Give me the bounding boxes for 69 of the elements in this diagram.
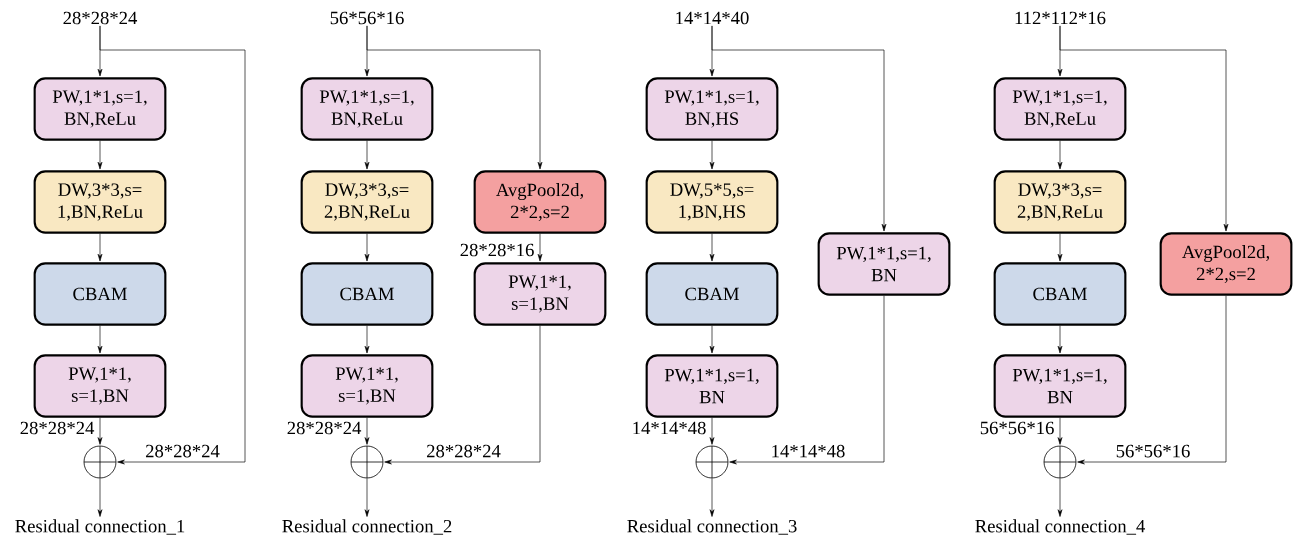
layer-box: PW,1*1,s=1, BN	[645, 354, 779, 418]
input-size-label: 14*14*40	[676, 11, 749, 25]
arrow	[1059, 25, 1229, 232]
edge-label: 28*28*16	[458, 242, 536, 258]
arrow	[97, 140, 103, 170]
arrow	[97, 233, 103, 262]
arrow	[537, 233, 543, 262]
layer-box: PW,1*1,s=1, BN	[993, 354, 1127, 418]
arrow	[366, 25, 543, 170]
arrow	[364, 478, 370, 517]
input-size-label: 28*28*24	[63, 11, 138, 25]
arrow	[709, 140, 715, 170]
layer-box: PW,1*1,s=1, BN	[817, 232, 951, 296]
layer-box: CBAM	[33, 262, 167, 326]
arrow	[97, 478, 103, 517]
block-caption: Residual connection_3	[627, 519, 797, 535]
edge-label: 56*56*16	[978, 420, 1056, 436]
block-caption: Residual connection_4	[975, 519, 1146, 535]
addition-circle	[1043, 445, 1077, 479]
edge-label: 14*14*48	[630, 420, 708, 436]
arrow	[709, 233, 715, 262]
arrow	[709, 325, 715, 354]
addition-circle	[695, 445, 729, 479]
layer-box: CBAM	[645, 262, 779, 326]
input-size-label: 56*56*16	[330, 11, 404, 25]
edge-label: 56*56*16	[1114, 443, 1192, 459]
arrow	[729, 295, 885, 465]
layer-box: PW,1*1, s=1,BN	[300, 354, 434, 418]
layer-box: CBAM	[300, 262, 434, 326]
layer-box: PW,1*1,s=1, BN,HS	[645, 77, 779, 141]
arrow	[1057, 478, 1063, 517]
addition-circle	[83, 445, 117, 479]
arrow	[1057, 325, 1063, 354]
edge-label: 14*14*48	[769, 443, 847, 459]
arrow	[364, 325, 370, 354]
layer-box: PW,1*1,s=1, BN,ReLu	[300, 77, 434, 141]
edge-label: 28*28*24	[143, 443, 222, 459]
arrow	[97, 417, 103, 445]
arrow	[1077, 295, 1227, 465]
arrow	[711, 25, 887, 232]
arrow	[384, 325, 541, 465]
edge-label: 28*28*24	[285, 420, 363, 436]
arrow	[709, 417, 715, 445]
layer-box: PW,1*1,s=1, BN,ReLu	[33, 77, 167, 141]
arrow	[97, 325, 103, 354]
layer-box: DW,3*3,s= 2,BN,ReLu	[300, 170, 434, 234]
arrow	[709, 478, 715, 517]
layer-box: PW,1*1, s=1,BN	[33, 354, 167, 418]
layer-box: PW,1*1, s=1,BN	[473, 262, 607, 326]
edge-label: 28*28*24	[18, 420, 96, 436]
input-size-label: 112*112*16	[1015, 11, 1106, 25]
arrow	[99, 25, 246, 465]
block-caption: Residual connection_2	[282, 519, 452, 535]
layer-box: DW,5*5,s= 1,BN,HS	[645, 170, 779, 234]
arrow	[1057, 140, 1063, 170]
edge-label: 28*28*24	[424, 443, 503, 459]
layer-box: CBAM	[993, 262, 1127, 326]
arrow	[364, 233, 370, 262]
arrow	[364, 140, 370, 170]
arrow	[1057, 417, 1063, 445]
addition-circle	[350, 445, 384, 479]
layer-box: DW,3*3,s= 2,BN,ReLu	[993, 170, 1127, 234]
layer-box: AvgPool2d, 2*2,s=2	[1159, 232, 1293, 296]
arrow	[364, 417, 370, 445]
arrow	[1057, 233, 1063, 262]
layer-box: PW,1*1,s=1, BN,ReLu	[993, 77, 1127, 141]
layer-box: AvgPool2d, 2*2,s=2	[473, 170, 607, 234]
block-caption: Residual connection_1	[15, 519, 185, 535]
layer-box: DW,3*3,s= 1,BN,ReLu	[33, 170, 167, 234]
